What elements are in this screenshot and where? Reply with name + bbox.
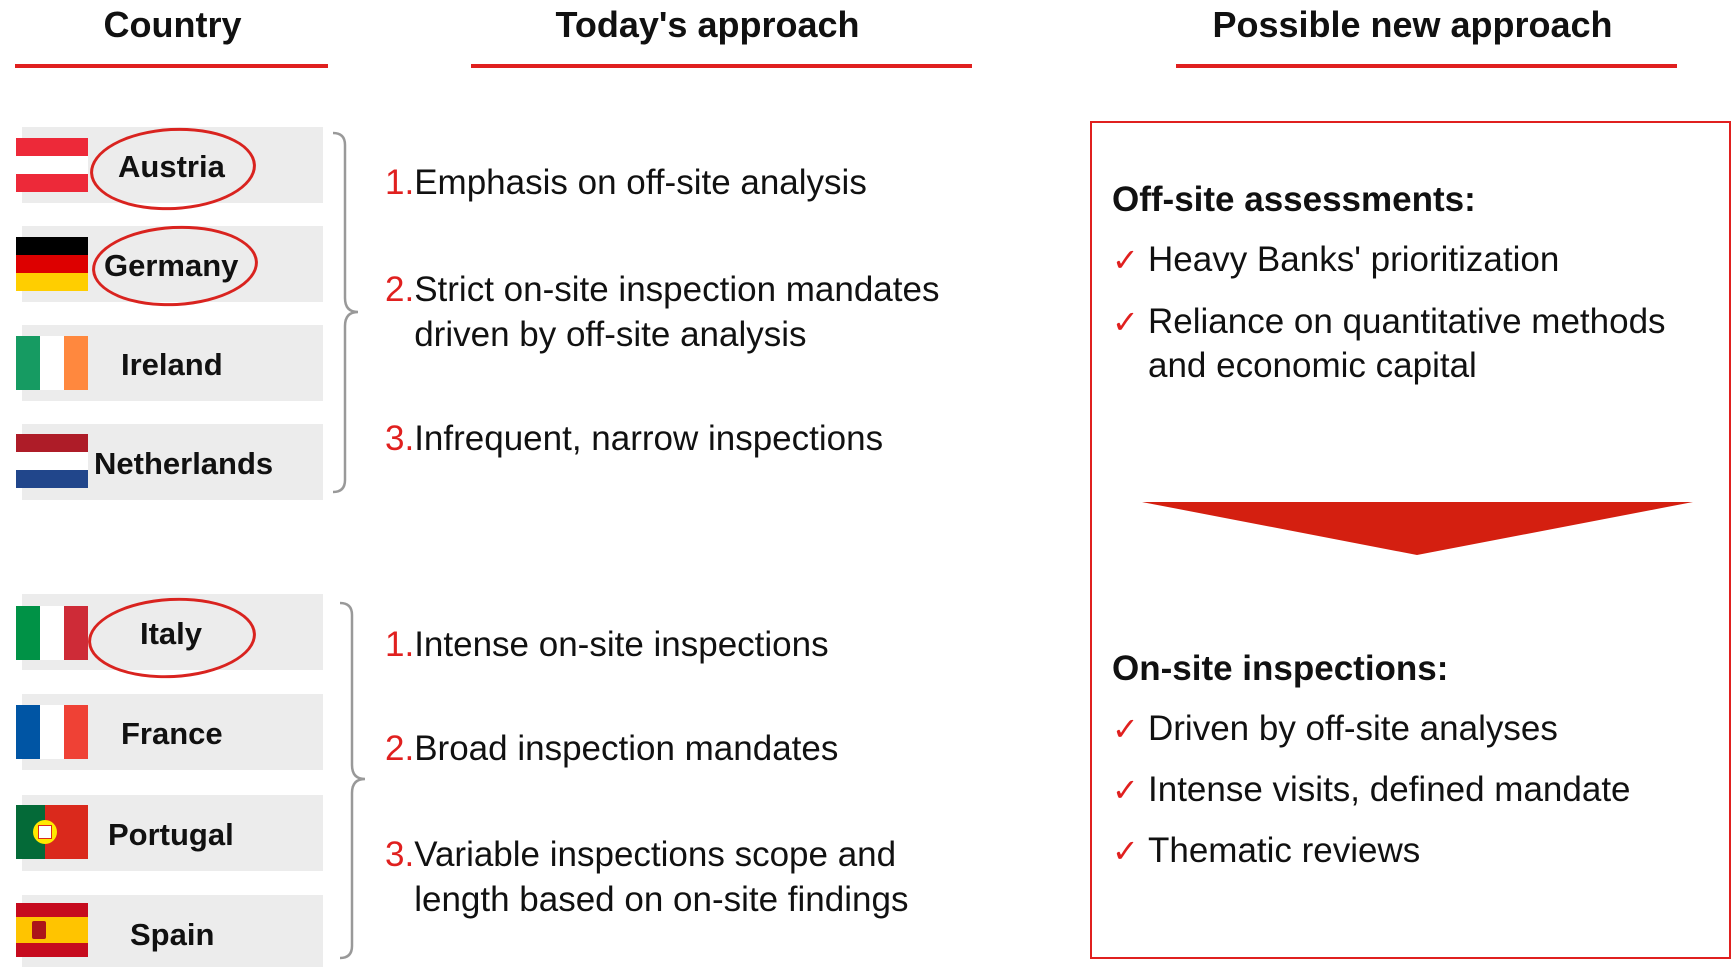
france-flag-icon <box>16 705 88 759</box>
header-country-underline <box>15 64 328 68</box>
onsite-bullet-3: ✓Thematic reviews <box>1112 829 1420 873</box>
onsite-bullet-2: ✓Intense visits, defined mandate <box>1112 768 1631 812</box>
today-item-4: 1.Intense on-site inspections <box>385 625 829 664</box>
check-icon: ✓ <box>1112 711 1139 747</box>
today-item-5: 2.Broad inspection mandates <box>385 729 839 768</box>
down-arrow-icon <box>1142 502 1693 555</box>
country-name-germany: Germany <box>104 248 239 283</box>
check-icon: ✓ <box>1112 833 1139 869</box>
check-icon: ✓ <box>1112 304 1139 340</box>
country-name-ireland: Ireland <box>121 347 223 382</box>
today-item-1: 1.Emphasis on off-site analysis <box>385 163 867 202</box>
check-icon: ✓ <box>1112 242 1139 278</box>
spain-flag-icon <box>16 903 88 957</box>
ireland-flag-icon <box>16 336 88 390</box>
header-possible-underline <box>1176 64 1677 68</box>
today-item-6: 3.Variable inspections scope and length … <box>385 835 909 919</box>
netherlands-flag-icon <box>16 434 88 488</box>
today-item-3: 3.Infrequent, narrow inspections <box>385 419 884 458</box>
country-name-spain: Spain <box>130 917 215 952</box>
country-name-france: France <box>121 716 223 751</box>
header-today: Today's approach <box>555 4 860 45</box>
group1-brace <box>332 131 359 494</box>
new-approach-panel <box>1090 121 1731 959</box>
country-name-austria: Austria <box>118 149 225 184</box>
germany-flag-icon <box>16 237 88 291</box>
country-name-portugal: Portugal <box>108 817 234 852</box>
offsite-bullet-1: ✓Heavy Banks' prioritization <box>1112 238 1559 282</box>
country-name-netherlands: Netherlands <box>94 446 274 481</box>
onsite-inspections-title: On-site inspections: <box>1112 649 1449 688</box>
header-possible: Possible new approach <box>1212 4 1613 45</box>
italy-flag-icon <box>16 606 88 660</box>
group2-brace <box>339 601 366 960</box>
header-today-underline <box>471 64 972 68</box>
country-name-italy: Italy <box>140 616 203 651</box>
onsite-bullet-1: ✓Driven by off-site analyses <box>1112 707 1558 751</box>
portugal-flag-icon <box>16 805 88 859</box>
offsite-assessments-title: Off-site assessments: <box>1112 180 1476 219</box>
offsite-bullet-2: ✓Reliance on quantitative methods and ec… <box>1112 302 1666 385</box>
today-item-2: 2.Strict on-site inspection mandates dri… <box>385 270 940 354</box>
austria-flag-icon <box>16 138 88 192</box>
check-icon: ✓ <box>1112 772 1139 808</box>
header-country: Country <box>103 4 242 45</box>
